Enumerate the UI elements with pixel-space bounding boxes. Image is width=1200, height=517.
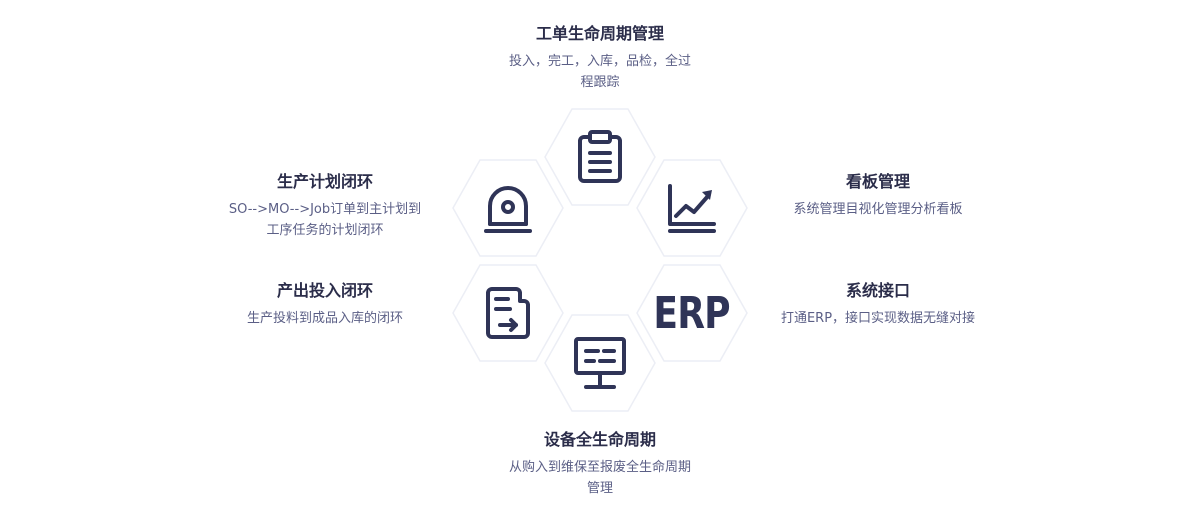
feature-desc-line1: SO-->MO-->Job订单到主计划到 <box>228 202 422 217</box>
monitor-icon <box>574 337 626 389</box>
hexagon-shape <box>636 264 748 362</box>
feature-desc-line1: 系统管理目视化管理分析看板 <box>793 202 963 217</box>
feature-title: 工单生命周期管理 <box>535 24 664 43</box>
erp-icon: ERP <box>653 287 731 339</box>
feature-desc-line2: 工序任务的计划闭环 <box>266 223 384 238</box>
feature-plan-loop: 生产计划闭环 SO-->MO-->Job订单到主计划到 工序任务的计划闭环 <box>185 171 465 241</box>
trend-chart-icon <box>668 184 716 233</box>
feature-title: 设备全生命周期 <box>543 430 656 449</box>
feature-title: 系统接口 <box>845 281 910 300</box>
hexagon-shape <box>544 108 656 206</box>
feature-desc-line1: 从购入到维保至报废全生命周期 <box>508 460 691 475</box>
hex-kanban <box>636 159 748 257</box>
hex-work-order <box>544 108 656 206</box>
hex-plan-loop <box>452 159 564 257</box>
feature-desc-line2: 程跟踪 <box>580 75 620 90</box>
hexagon-shape <box>452 159 564 257</box>
feature-desc-line1: 打通ERP，接口实现数据无缝对接 <box>780 311 976 326</box>
feature-output-loop: 产出投入闭环 生产投料到成品入库的闭环 <box>185 280 465 329</box>
feature-desc-line1: 生产投料到成品入库的闭环 <box>246 311 403 326</box>
hex-interface: ERP <box>636 264 748 362</box>
clipboard-icon <box>578 130 622 183</box>
feature-interface: 系统接口 打通ERP，接口实现数据无缝对接 <box>728 280 1028 329</box>
hex-output-loop <box>452 264 564 362</box>
hex-equipment <box>544 314 656 412</box>
document-arrow-icon <box>486 287 530 339</box>
feature-title: 生产计划闭环 <box>276 172 373 191</box>
hexagon-shape <box>452 264 564 362</box>
feature-title: 产出投入闭环 <box>276 281 373 300</box>
feature-equipment: 设备全生命周期 从购入到维保至报废全生命周期 管理 <box>460 429 740 499</box>
hexagon-shape <box>636 159 748 257</box>
feature-work-order: 工单生命周期管理 投入，完工，入库，品检，全过 程跟踪 <box>460 23 740 93</box>
alarm-light-icon <box>484 186 532 233</box>
feature-desc-line1: 投入，完工，入库，品检，全过 <box>508 54 691 69</box>
feature-desc-line2: 管理 <box>586 481 613 496</box>
feature-kanban: 看板管理 系统管理目视化管理分析看板 <box>738 171 1018 220</box>
feature-title: 看板管理 <box>845 172 910 191</box>
